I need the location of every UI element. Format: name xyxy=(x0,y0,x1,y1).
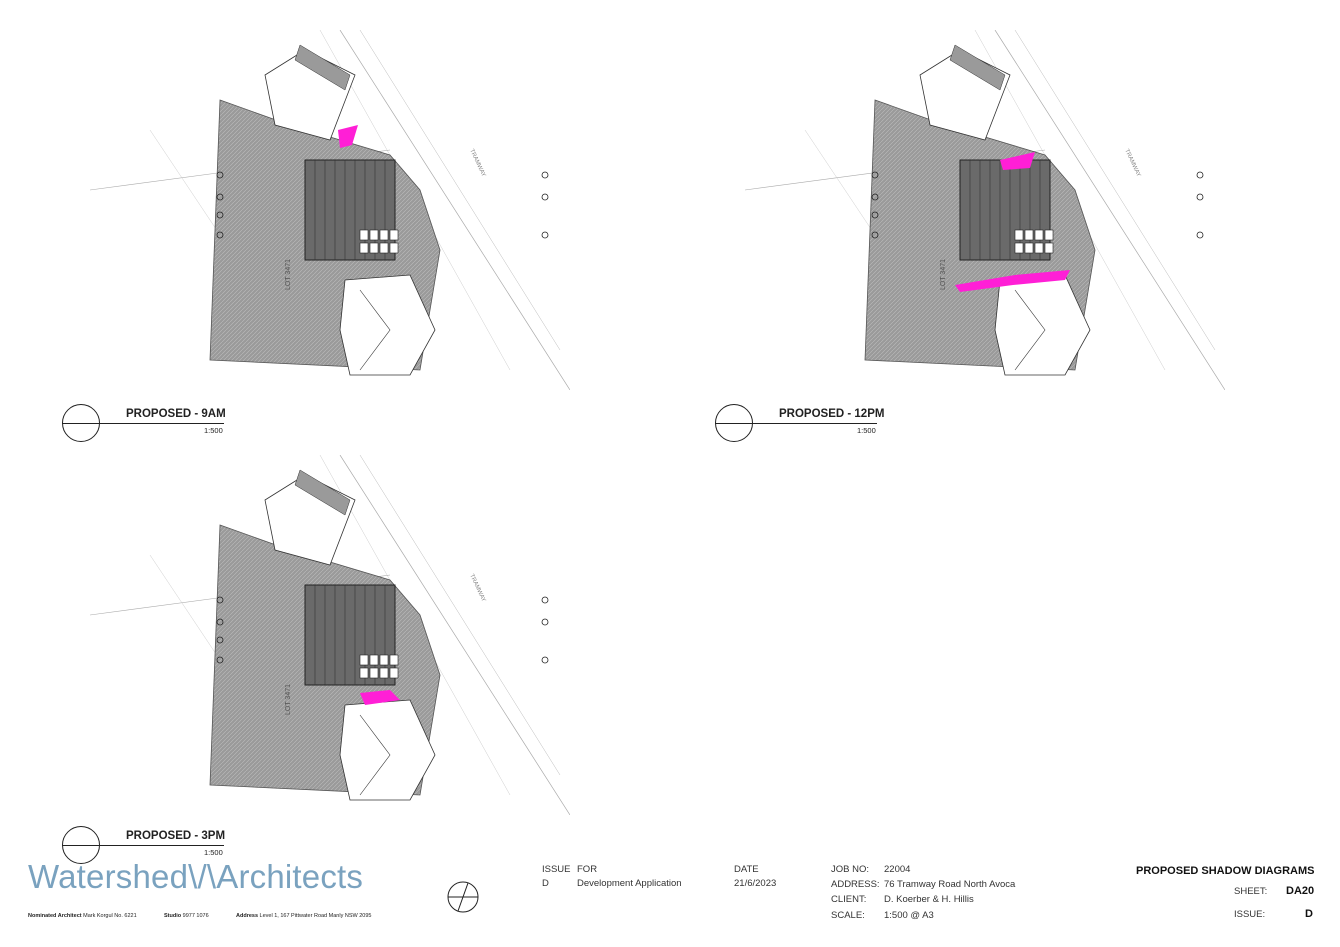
caption-line xyxy=(715,423,877,424)
firm-address: Address Level 1, 167 Pittwater Road Manl… xyxy=(236,913,371,919)
plan-scale: 1:500 xyxy=(857,426,876,435)
job-no-label: JOB NO: xyxy=(831,864,870,875)
issue-header: ISSUE xyxy=(542,864,571,875)
site-plan-drawing xyxy=(90,30,570,390)
site-plan-drawing xyxy=(745,30,1225,390)
caption-line xyxy=(62,845,224,846)
nominated-architect: Nominated Architect Mark Korgul No. 6221 xyxy=(28,913,137,919)
client-label: CLIENT: xyxy=(831,894,867,905)
plan-scale: 1:500 xyxy=(204,426,223,435)
job-no-value: 22004 xyxy=(884,864,911,875)
date-value: 21/6/2023 xyxy=(734,878,777,889)
issue-value: D xyxy=(542,878,549,889)
plan-9am xyxy=(90,30,570,390)
sheet-title: PROPOSED SHADOW DIAGRAMS xyxy=(1136,865,1315,877)
client-value: D. Koerber & H. Hillis xyxy=(884,894,974,905)
shadow-highlight xyxy=(360,690,400,705)
sheet-number: DA20 xyxy=(1286,885,1315,897)
plan-12pm xyxy=(745,30,1225,390)
for-header: FOR xyxy=(577,864,598,875)
shadow-highlight xyxy=(955,270,1070,292)
plan-title: PROPOSED - 3PM xyxy=(126,830,226,842)
nominated-label: Nominated Architect xyxy=(28,913,82,919)
job-address-label: ADDRESS: xyxy=(831,879,880,890)
firm-logo: Watershed\/\Architects xyxy=(28,858,364,895)
plan-title: PROPOSED - 9AM xyxy=(126,408,226,420)
shadow-highlight xyxy=(1000,152,1035,170)
address-label: Address xyxy=(236,913,259,919)
plan-scale: 1:500 xyxy=(204,848,223,857)
address-value: Level 1, 167 Pittwater Road Manly NSW 20… xyxy=(259,913,372,919)
studio-label: Studio xyxy=(164,913,182,919)
scale-value: 1:500 @ A3 xyxy=(884,910,934,921)
sheet-issue-label: ISSUE: xyxy=(1234,909,1266,920)
north-arrow-icon xyxy=(447,881,479,913)
site-plan-drawing xyxy=(90,455,570,815)
date-header: DATE xyxy=(734,864,759,875)
shadow-highlight xyxy=(338,125,358,148)
plan-title: PROPOSED - 12PM xyxy=(779,408,885,420)
scale-label: SCALE: xyxy=(831,910,865,921)
studio-phone: Studio 9977 1076 xyxy=(164,913,209,919)
plan-3pm xyxy=(90,455,570,815)
for-value: Development Application xyxy=(577,878,682,889)
job-address-value: 76 Tramway Road North Avoca xyxy=(884,879,1016,890)
sheet-label: SHEET: xyxy=(1234,886,1268,897)
nominated-value: Mark Korgul No. 6221 xyxy=(83,913,137,919)
sheet-issue-value: D xyxy=(1305,908,1313,920)
studio-value: 9977 1076 xyxy=(182,913,209,919)
caption-line xyxy=(62,423,224,424)
